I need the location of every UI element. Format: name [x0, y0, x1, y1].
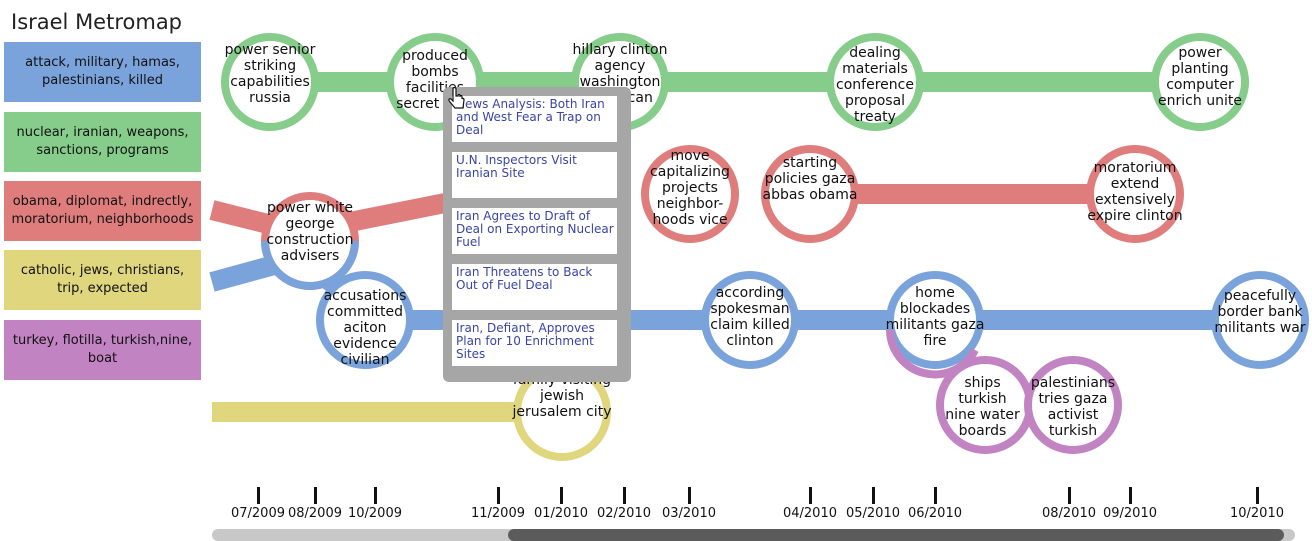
timeline-label: 08/2010 — [1041, 506, 1096, 521]
timeline-tick — [1256, 487, 1259, 504]
node-circle — [761, 145, 859, 243]
timeline-tick — [497, 487, 500, 504]
article-popup: News Analysis: Both Iran and West Fear a… — [443, 87, 631, 382]
timeline-tick — [872, 487, 875, 504]
node-circle — [221, 33, 319, 131]
legend-label: nuclear, iranian, weapons, sanctions, pr… — [16, 125, 189, 158]
timeline-label: 09/2010 — [1102, 506, 1157, 521]
node-circle — [886, 271, 984, 369]
node-circle — [1024, 356, 1122, 454]
node-circle — [701, 271, 799, 369]
legend-item-turkey-flotilla[interactable]: turkey, flotilla, turkish,nine, boat — [4, 320, 201, 380]
timeline-tick — [560, 487, 563, 504]
timeline-label: 02/2010 — [596, 506, 651, 521]
article-link[interactable]: Iran Agrees to Draft of Deal on Exportin… — [452, 208, 617, 254]
node-label[interactable]: palestinians tries gaza activist turkish — [1030, 375, 1116, 439]
timeline-tick — [1129, 487, 1132, 504]
node-circle — [826, 33, 924, 131]
legend-item-attack-military[interactable]: attack, military, hamas, palestinians, k… — [4, 42, 201, 102]
node-label[interactable]: according spokesman claim killed clinton — [710, 285, 790, 349]
timeline-label: 03/2010 — [661, 506, 716, 521]
node-label[interactable]: starting policies gaza abbas obama — [762, 155, 858, 203]
node-label[interactable]: move capitalizing projects neighbor-hood… — [650, 148, 730, 228]
timeline-label: 07/2009 — [230, 506, 285, 521]
node-circle — [1086, 145, 1184, 243]
node-label[interactable]: accusations committed aciton evidence ci… — [323, 288, 407, 368]
node-circle — [641, 145, 739, 243]
timeline-tick — [934, 487, 937, 504]
node-circle — [316, 271, 414, 369]
node-circle — [1151, 33, 1249, 131]
timeline-tick — [1068, 487, 1071, 504]
timeline-label: 01/2010 — [533, 506, 588, 521]
timeline-tick — [688, 487, 691, 504]
legend-item-catholic-jews[interactable]: catholic, jews, christians, trip, expect… — [4, 250, 201, 310]
legend-label: catholic, jews, christians, trip, expect… — [20, 263, 185, 296]
article-link[interactable]: U.N. Inspectors Visit Iranian Site — [452, 152, 617, 198]
node-circle — [1211, 271, 1309, 369]
timeline-tick — [809, 487, 812, 504]
timeline-label: 10/2009 — [347, 506, 402, 521]
timeline-label: 10/2010 — [1229, 506, 1284, 521]
node-label[interactable]: home blockades militants gaza fire — [885, 285, 985, 349]
legend-item-obama-diplomat[interactable]: obama, diplomat, indrectly, moratorium, … — [4, 181, 201, 241]
hand-cursor-icon — [448, 87, 465, 109]
timeline-tick — [623, 487, 626, 504]
legend-label: obama, diplomat, indrectly, moratorium, … — [11, 194, 194, 227]
article-link[interactable]: Iran Threatens to Back Out of Fuel Deal — [452, 264, 617, 310]
node-label[interactable]: power senior striking capabilities russi… — [224, 42, 316, 106]
node-label[interactable]: moratorium extend extensively expire cli… — [1087, 160, 1183, 224]
node-circle-blue-half — [261, 240, 359, 290]
timeline-tick — [314, 487, 317, 504]
timeline-scrollbar-thumb[interactable] — [508, 529, 1284, 541]
timeline-label: 11/2009 — [470, 506, 525, 521]
article-link[interactable]: Iran, Defiant, Approves Plan for 10 Enri… — [452, 320, 617, 366]
legend-item-nuclear-iranian[interactable]: nuclear, iranian, weapons, sanctions, pr… — [4, 112, 201, 172]
article-link[interactable]: News Analysis: Both Iran and West Fear a… — [452, 96, 617, 142]
node-label[interactable]: power white george construction advisers — [266, 200, 354, 264]
timeline-label: 08/2009 — [287, 506, 342, 521]
timeline-tick — [374, 487, 377, 504]
timeline-label: 04/2010 — [782, 506, 837, 521]
node-label[interactable]: ships turkish nine water boards — [945, 375, 1020, 439]
page-title: Israel Metromap — [11, 10, 183, 34]
legend-label: attack, military, hamas, palestinians, k… — [25, 55, 180, 88]
timeline-label: 06/2010 — [907, 506, 962, 521]
node-label[interactable]: peacefully border bank militants war — [1214, 288, 1306, 336]
timeline-label: 05/2010 — [845, 506, 900, 521]
timeline-tick — [257, 487, 260, 504]
node-label[interactable]: power planting computer enrich unite — [1158, 45, 1242, 109]
node-label[interactable]: dealing materials conference proposal tr… — [836, 45, 914, 125]
legend-label: turkey, flotilla, turkish,nine, boat — [12, 333, 193, 366]
